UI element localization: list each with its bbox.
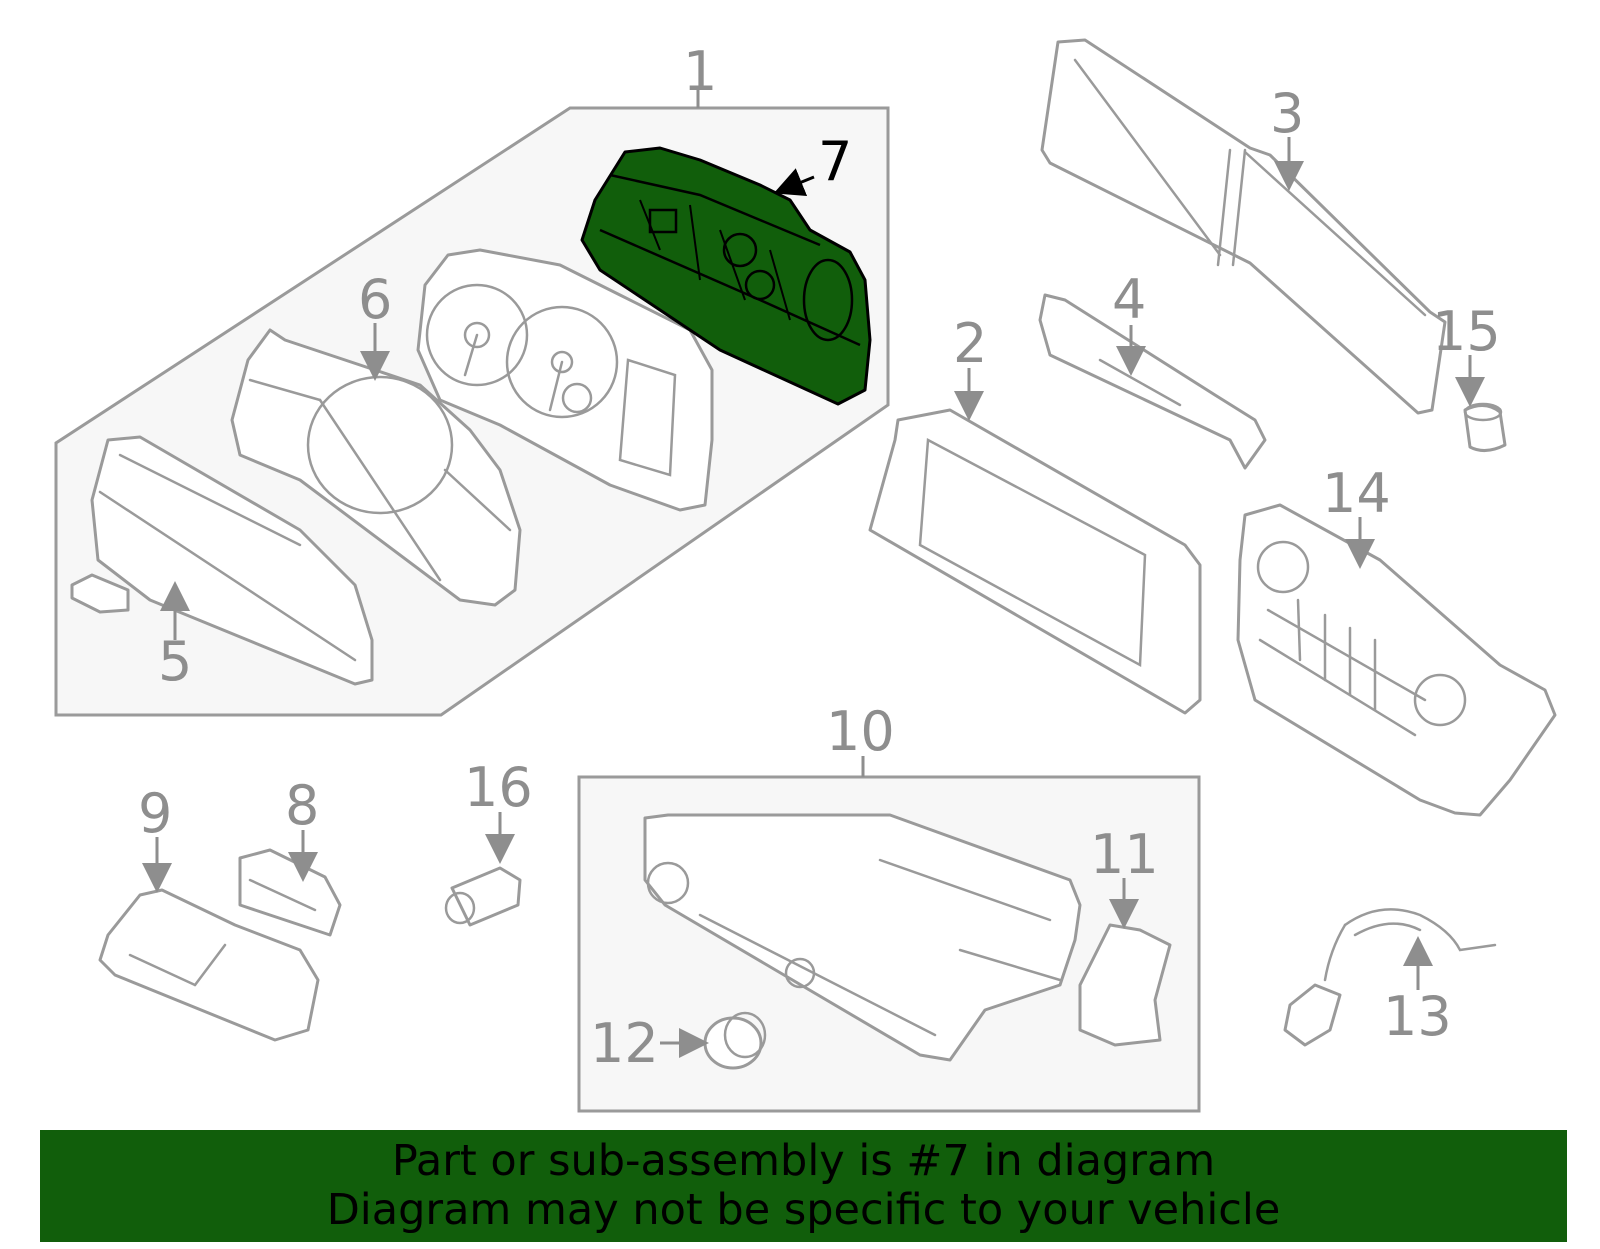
callout-1: 1 (683, 40, 717, 103)
callout-13: 13 (1383, 985, 1452, 1048)
part-11-bracket[interactable] (1078, 923, 1172, 1047)
part-14-climate-panel[interactable] (1236, 503, 1557, 817)
part-2-display-unit[interactable] (868, 408, 1202, 715)
part-12-knob[interactable] (703, 1011, 767, 1070)
callout-11: 11 (1090, 823, 1159, 886)
banner-line-2: Diagram may not be specific to your vehi… (326, 1185, 1281, 1235)
callout-10: 10 (826, 700, 895, 763)
callout-3: 3 (1270, 82, 1304, 145)
callout-12: 12 (590, 1012, 659, 1075)
callout-15: 15 (1432, 300, 1501, 363)
part-9-cover[interactable] (98, 888, 320, 1042)
callout-5: 5 (158, 630, 192, 693)
part-8-switch-module[interactable] (238, 848, 342, 937)
part-4-bracket[interactable] (1038, 293, 1267, 470)
callout-16: 16 (464, 756, 533, 819)
part-13-wiring-harness[interactable] (1283, 908, 1497, 1047)
callout-6: 6 (358, 268, 392, 331)
callout-14: 14 (1322, 462, 1391, 525)
callout-9: 9 (138, 782, 172, 845)
part-15-cap[interactable] (1463, 402, 1507, 452)
callout-2: 2 (953, 312, 987, 375)
part-16-switch[interactable] (444, 866, 522, 927)
callout-8: 8 (285, 774, 319, 837)
info-banner: Part or sub-assembly is #7 in diagram Di… (40, 1130, 1567, 1242)
callout-4: 4 (1112, 268, 1146, 331)
part-5-lens[interactable] (70, 435, 374, 686)
banner-line-1: Part or sub-assembly is #7 in diagram (391, 1136, 1216, 1186)
gauge-face-plate (416, 248, 714, 512)
part-10-head-unit[interactable] (643, 813, 1082, 1062)
part-7-cluster-case[interactable] (580, 146, 872, 406)
callout-7: 7 (818, 130, 852, 193)
